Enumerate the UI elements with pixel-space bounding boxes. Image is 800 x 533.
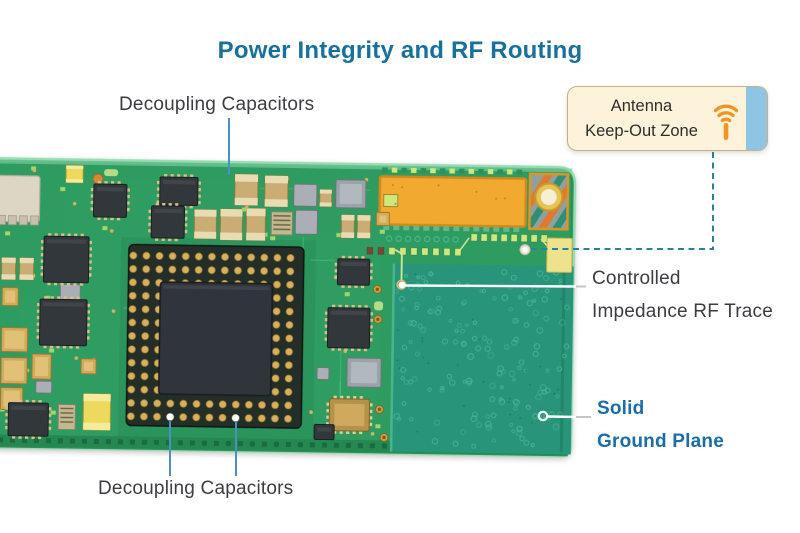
label-rf-trace-line2: Impedance RF Trace bbox=[592, 301, 774, 322]
rf-trace-region bbox=[366, 233, 573, 290]
antenna-keepout-line2: Keep-Out Zone bbox=[585, 121, 698, 140]
pcb-antenna-region bbox=[378, 167, 570, 243]
label-rf-trace-line1: Controlled bbox=[592, 268, 681, 289]
label-ground-plane-line2: Ground Plane bbox=[597, 431, 724, 452]
label-ground-plane-line1: Solid bbox=[597, 398, 645, 419]
wifi-antenna-icon bbox=[713, 104, 739, 140]
antenna-keepout-line1: Antenna bbox=[610, 96, 673, 115]
page-title: Power Integrity and RF Routing bbox=[217, 37, 583, 64]
bga-chip bbox=[125, 243, 305, 429]
antenna-keepout-label: Antenna Keep-Out Zone bbox=[568, 94, 711, 144]
keepout-box-accent-strip bbox=[746, 87, 767, 150]
antenna-keepout-callout: Antenna Keep-Out Zone bbox=[567, 86, 768, 151]
annotation-leader-lines bbox=[169, 118, 714, 476]
label-decoupling-capacitors-bottom: Decoupling Capacitors bbox=[98, 478, 294, 499]
label-rf-trace: Controlled Impedance RF Trace bbox=[592, 262, 773, 328]
pcb-board bbox=[0, 156, 577, 458]
smd-components bbox=[0, 165, 390, 442]
solid-ground-plane-region bbox=[389, 263, 574, 455]
label-ground-plane: Solid Ground Plane bbox=[597, 392, 724, 458]
label-decoupling-capacitors-top: Decoupling Capacitors bbox=[119, 94, 315, 115]
